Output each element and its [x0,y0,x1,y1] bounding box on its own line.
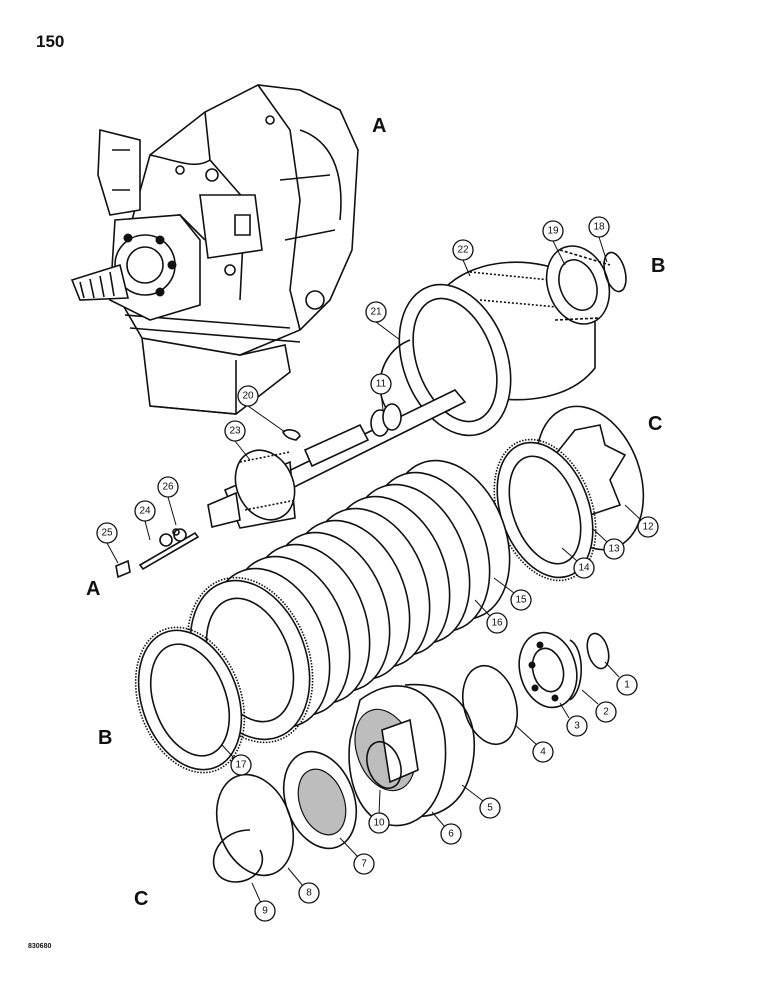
callout-12: 12 [637,516,659,538]
callout-19: 19 [542,220,564,242]
bearing-icon [462,631,610,746]
clutch-disc-pack-icon [186,459,511,744]
svg-text:24: 24 [139,506,151,517]
callout-1: 1 [616,674,638,696]
svg-text:22: 22 [457,245,469,256]
callout-20: 20 [237,385,259,407]
callout-18: 18 [588,216,610,238]
svg-text:16: 16 [491,618,503,629]
svg-text:12: 12 [642,522,654,533]
callout-13: 13 [603,538,625,560]
callout-23: 23 [224,420,246,442]
section-letter-b-top: B [651,255,666,277]
svg-text:9: 9 [262,906,268,917]
callout-17: 17 [230,754,252,776]
svg-text:11: 11 [376,379,387,390]
callout-16: 16 [486,612,508,634]
callout-15: 15 [510,589,532,611]
svg-text:20: 20 [242,391,254,402]
transmission-housing-icon [70,84,359,415]
section-letter-b-bottom: B [98,727,113,749]
svg-text:4: 4 [540,747,546,758]
svg-text:26: 26 [162,482,174,493]
svg-text:23: 23 [229,426,241,437]
output-shaft-gear-icon [207,389,467,529]
section-letter-c-top: C [648,413,663,435]
callout-11: 11 [370,373,392,395]
section-letter-a-top: A [372,115,387,137]
callout-25: 25 [96,522,118,544]
svg-text:7: 7 [361,859,367,870]
svg-text:21: 21 [370,307,382,318]
ring-gear-17-icon [134,626,246,774]
callout-8: 8 [298,882,320,904]
callout-26: 26 [157,476,179,498]
svg-text:2: 2 [603,707,609,718]
svg-text:8: 8 [306,888,312,899]
svg-text:10: 10 [373,818,385,829]
svg-text:17: 17 [235,760,247,771]
svg-text:3: 3 [574,721,580,732]
callout-24: 24 [134,500,156,522]
svg-text:13: 13 [608,544,620,555]
callout-2: 2 [595,701,617,723]
bolt-assembly-icon [115,528,200,579]
page-number: 150 [36,32,65,51]
svg-text:5: 5 [487,803,493,814]
callout-5: 5 [479,797,501,819]
drum-ring-gear-icon [398,245,627,437]
callout-21: 21 [365,301,387,323]
callout-14: 14 [573,557,595,579]
callout-4: 4 [532,741,554,763]
callout-10: 10 [368,812,390,834]
leader-lines [106,236,642,904]
svg-text:25: 25 [101,528,113,539]
callout-22: 22 [452,239,474,261]
svg-text:6: 6 [448,829,454,840]
section-letter-a-bottom: A [86,578,101,600]
figure-code: 830680 [28,943,52,950]
svg-text:1: 1 [624,680,630,691]
callout-3: 3 [566,715,588,737]
callout-9: 9 [254,900,276,922]
snap-rings-icon [212,750,358,883]
callout-6: 6 [440,823,462,845]
section-letter-c-bottom: C [134,888,149,910]
svg-text:19: 19 [547,226,559,237]
pressure-plates-icon [493,405,645,582]
piston-icon [348,683,475,827]
svg-text:14: 14 [578,563,590,574]
callout-7: 7 [353,853,375,875]
svg-text:18: 18 [593,222,605,233]
svg-text:15: 15 [515,595,527,606]
